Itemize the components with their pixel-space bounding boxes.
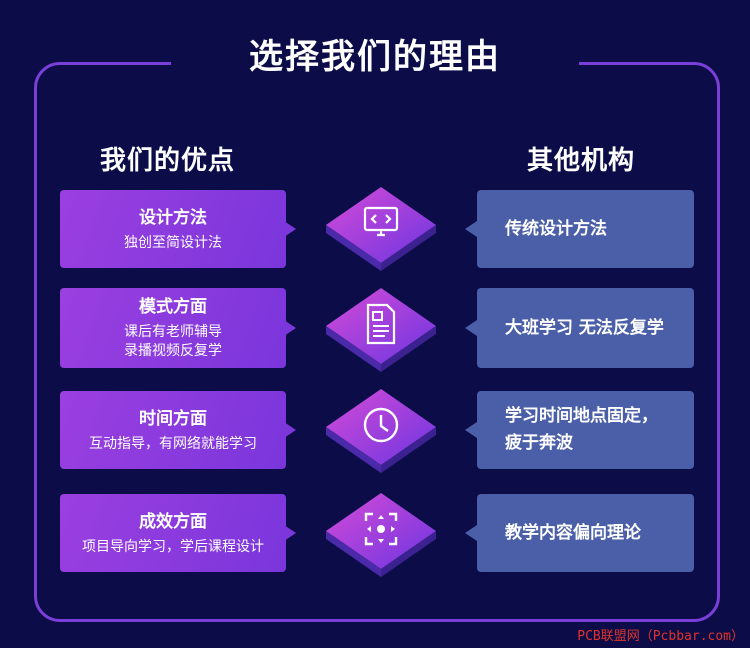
theirs-text-line: 学习时间地点固定， (505, 406, 658, 426)
title-wrap: 选择我们的理由 (0, 34, 750, 80)
ours-heading: 成效方面 (139, 511, 207, 532)
row-icon-badge (326, 288, 436, 374)
ours-card: 模式方面 课后有老师辅导 录播视频反复学 (60, 288, 296, 368)
comparison-row: 时间方面 互动指导，有网络就能学习 学习时间地点固定， 疲于奔波 (0, 389, 750, 477)
theirs-text-line: 教学内容偏向理论 (505, 522, 641, 543)
theirs-text-line: 疲于奔波 (505, 433, 573, 453)
comparison-row: 成效方面 项目导向学习，学后课程设计 教学内容偏向理论 (0, 493, 750, 580)
ours-desc-line: 录播视频反复学 (124, 343, 222, 359)
code-monitor-icon (363, 206, 399, 237)
theirs-text-line: 传统设计方法 (505, 218, 607, 239)
comparison-row: 设计方法 独创至简设计法 传统设计方法 (0, 187, 750, 276)
theirs-card: 学习时间地点固定， 疲于奔波 (465, 391, 694, 469)
theirs-column-title: 其他机构 (527, 146, 636, 176)
row-icon-badge (326, 493, 436, 579)
ours-heading: 模式方面 (139, 297, 207, 317)
ours-desc-line: 课后有老师辅导 (124, 324, 222, 340)
ours-card: 时间方面 互动指导，有网络就能学习 (60, 391, 296, 469)
page-title: 选择我们的理由 (171, 34, 579, 80)
clock-icon (363, 407, 399, 443)
theirs-card: 大班学习 无法反复学 (465, 288, 694, 368)
theirs-card: 教学内容偏向理论 (465, 494, 694, 572)
ours-desc-line: 独创至简设计法 (124, 234, 222, 251)
document-icon (366, 303, 396, 345)
ours-heading: 时间方面 (139, 408, 207, 429)
theirs-card: 传统设计方法 (465, 190, 694, 268)
ours-desc-line: 互动指导，有网络就能学习 (89, 435, 257, 452)
ours-heading: 设计方法 (139, 207, 207, 228)
row-icon-badge (326, 389, 436, 475)
row-icon-badge (326, 187, 436, 273)
ours-desc-line: 项目导向学习，学后课程设计 (82, 538, 264, 555)
comparison-row: 模式方面 课后有老师辅导 录播视频反复学 大班学习 无法反复学 (0, 288, 750, 374)
theirs-text-line: 大班学习 无法反复学 (505, 317, 664, 338)
watermark: PCB联盟网（Pcbbar.com） (577, 629, 744, 644)
target-icon (364, 512, 398, 546)
ours-card: 成效方面 项目导向学习，学后课程设计 (60, 494, 296, 572)
ours-card: 设计方法 独创至简设计法 (60, 190, 296, 268)
ours-column-title: 我们的优点 (100, 146, 236, 176)
